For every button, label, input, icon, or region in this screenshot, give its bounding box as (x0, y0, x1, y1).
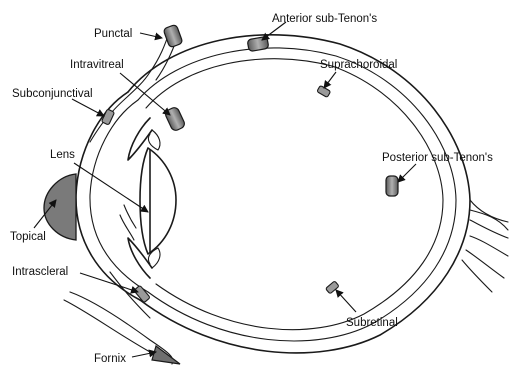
label-topical: Topical (10, 231, 46, 243)
label-posterior-sub-tenons: Posterior sub-Tenon's (382, 152, 493, 164)
intrascleral-arrow (80, 273, 138, 292)
suprachoroidal-implant (317, 85, 331, 97)
intrascleral-implant (134, 285, 150, 302)
label-subconjunctival: Subconjunctival (12, 88, 93, 100)
punctal-plug (163, 24, 183, 48)
suprachoroidal-arrow (324, 72, 336, 88)
leader-lines (34, 22, 416, 357)
posterior-sub-tenons-implant (386, 176, 398, 196)
cornea (76, 92, 148, 300)
label-fornix: Fornix (94, 353, 126, 365)
sclera-outer (128, 35, 470, 353)
label-subretinal: Subretinal (346, 317, 398, 329)
labels: Punctal Intravitreal Subconjunctival Len… (10, 13, 493, 365)
choroid-layer (138, 48, 456, 341)
topical-drop (44, 174, 76, 240)
retina-layer (146, 59, 443, 330)
label-intrascleral: Intrascleral (12, 266, 68, 278)
subretinal-arrow (336, 290, 356, 312)
subconjunctival-implant (101, 109, 114, 125)
label-suprachoroidal: Suprachoroidal (320, 59, 397, 71)
lens (140, 148, 176, 254)
anterior-sub-tenons-implant (247, 36, 269, 51)
fornix-implant (152, 346, 180, 364)
label-punctal: Punctal (94, 28, 132, 40)
lens-arrow (74, 163, 148, 212)
fornix-arrow (132, 352, 156, 357)
label-anterior-sub-tenons: Anterior sub-Tenon's (272, 13, 377, 25)
label-intravitreal: Intravitreal (70, 59, 124, 71)
subconjunctival-arrow (72, 99, 104, 116)
intravitreal-implant (164, 106, 186, 132)
posterior-sub-tenons-arrow (398, 164, 416, 182)
label-lens: Lens (50, 149, 75, 161)
punctal-arrow (140, 33, 162, 38)
